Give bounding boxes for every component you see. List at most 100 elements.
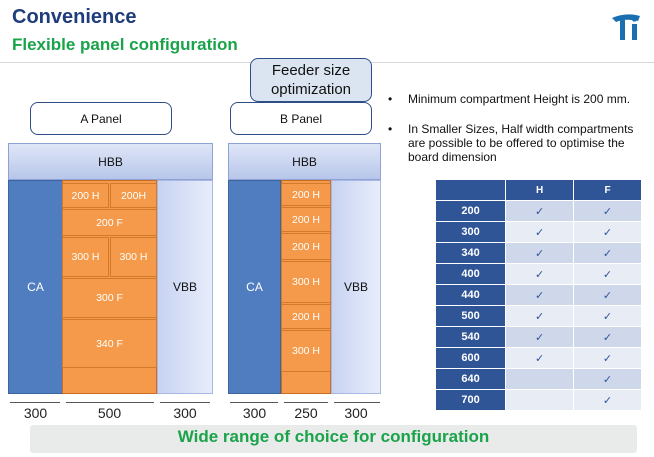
table-cell-size: 300	[436, 221, 507, 243]
table-cell-size: 440	[436, 284, 507, 306]
b-dim-arrow-col	[284, 402, 328, 403]
bullet-dot-1: •	[388, 92, 393, 106]
check-icon: ✓	[602, 331, 613, 344]
b-compartment-3: 200 H	[281, 233, 331, 260]
b-compartment-6: 300 H	[281, 330, 331, 372]
check-icon: ✓	[534, 205, 545, 218]
footer-banner	[30, 425, 637, 453]
table-row: 340 ✓ ✓	[436, 242, 642, 264]
check-icon: ✓	[602, 268, 613, 281]
footer-text: Wide range of choice for configuration	[177, 427, 490, 446]
table-cell-f: ✓	[573, 305, 642, 327]
a-compartment-200h-left: 200 H	[62, 183, 109, 208]
a-compartment-200h-right: 200H	[110, 183, 157, 208]
a-dim-arrow-ca	[10, 402, 60, 403]
check-icon: ✓	[534, 310, 545, 323]
table-header-h: H	[505, 180, 575, 201]
check-icon: ✓	[534, 352, 545, 365]
b-dim-arrow-vbb	[334, 402, 380, 403]
b-panel-ca: CA	[228, 180, 281, 394]
table-cell-f: ✓	[573, 200, 642, 222]
table-cell-size: 200	[436, 200, 507, 222]
table-cell-h: ✓	[505, 347, 575, 369]
table-cell-h: ✓	[505, 242, 575, 264]
b-panel-label: B Panel	[230, 102, 372, 135]
check-icon: ✓	[534, 226, 545, 239]
b-compartment-4: 300 H	[281, 261, 331, 303]
a-panel-hbb: HBB	[8, 143, 213, 180]
table-cell-size: 640	[436, 368, 507, 390]
table-cell-h: ✓	[505, 200, 575, 222]
table-cell-h: ✓	[505, 263, 575, 285]
table-row: 440 ✓ ✓	[436, 284, 642, 306]
b-panel-hbb: HBB	[228, 143, 381, 180]
check-icon: ✓	[602, 289, 613, 302]
check-icon: ✓	[602, 352, 613, 365]
a-dim-arrow-col	[66, 402, 154, 403]
callout-line-2: optimization	[270, 81, 352, 98]
a-panel-ca: CA	[8, 180, 63, 394]
check-icon: ✓	[602, 373, 613, 386]
table-cell-f: ✓	[573, 347, 642, 369]
b-compartment-1: 200 H	[281, 183, 331, 206]
b-compartment-5: 200 H	[281, 304, 331, 329]
check-icon: ✓	[534, 268, 545, 281]
table-cell-f: ✓	[573, 326, 642, 348]
a-compartment-300h-left: 300 H	[62, 237, 109, 277]
table-cell-h: ✓	[505, 305, 575, 327]
check-icon: ✓	[602, 226, 613, 239]
table-header-f: F	[573, 180, 642, 201]
table-row: 600 ✓ ✓	[436, 347, 642, 369]
table-row: 540 ✓ ✓	[436, 326, 642, 348]
b-dim-arrow-ca	[230, 402, 278, 403]
table-row: 300 ✓ ✓	[436, 221, 642, 243]
callout-line-1: Feeder size	[271, 62, 351, 79]
table-row: 640 ✓	[436, 368, 642, 390]
table-cell-size: 340	[436, 242, 507, 264]
table-cell-size: 400	[436, 263, 507, 285]
page-title: Convenience	[12, 6, 137, 28]
bullet-item-2: • In Smaller Sizes, Half width compartme…	[388, 122, 652, 164]
table-cell-f: ✓	[573, 263, 642, 285]
table-cell-size: 540	[436, 326, 507, 348]
check-icon: ✓	[534, 247, 545, 260]
b-panel-vbb: VBB	[331, 180, 381, 394]
a-dim-ca: 300	[23, 405, 48, 421]
table-cell-f: ✓	[573, 284, 642, 306]
b-dim-vbb: 300	[344, 405, 368, 421]
table-cell-f: ✓	[573, 221, 642, 243]
check-icon: ✓	[534, 289, 545, 302]
table-cell-h: ✓	[505, 284, 575, 306]
bullet-item-1: • Minimum compartment Height is 200 mm.	[388, 92, 650, 106]
b-compartment-2: 200 H	[281, 207, 331, 232]
size-options-table: H F 200✓✓300✓✓340✓✓400✓✓440✓✓500✓✓540✓✓6…	[436, 180, 642, 411]
table-header-row: H F	[436, 180, 642, 201]
b-dim-ca: 300	[242, 405, 267, 421]
table-row: 700 ✓	[436, 389, 642, 411]
table-row: 400 ✓ ✓	[436, 263, 642, 285]
a-dim-arrow-vbb	[160, 402, 210, 403]
feeder-optimization-callout: Feeder size optimization	[250, 58, 372, 102]
check-icon: ✓	[602, 310, 613, 323]
b-dim-col: 250	[294, 405, 318, 421]
table-cell-size: 500	[436, 305, 507, 327]
a-dim-vbb: 300	[173, 405, 197, 421]
check-icon: ✓	[534, 331, 545, 344]
page-subtitle: Flexible panel configuration	[12, 35, 238, 54]
a-compartment-200f: 200 F	[62, 209, 157, 236]
table-header-size	[436, 180, 507, 201]
table-cell-size: 700	[436, 389, 507, 411]
check-icon: ✓	[602, 205, 613, 218]
a-dim-col: 500	[97, 405, 122, 421]
a-panel-label: A Panel	[30, 102, 172, 135]
table-cell-f: ✓	[573, 389, 642, 411]
table-cell-h: ✓	[505, 221, 575, 243]
table-cell-h	[505, 368, 575, 390]
ti-logo-icon	[612, 14, 640, 40]
table-cell-h: ✓	[505, 326, 575, 348]
table-cell-size: 600	[436, 347, 507, 369]
table-row: 200 ✓ ✓	[436, 200, 642, 222]
check-icon: ✓	[602, 247, 613, 260]
bullet-text-2: In Smaller Sizes, Half width compartment…	[408, 122, 634, 164]
table-cell-h	[505, 389, 575, 411]
